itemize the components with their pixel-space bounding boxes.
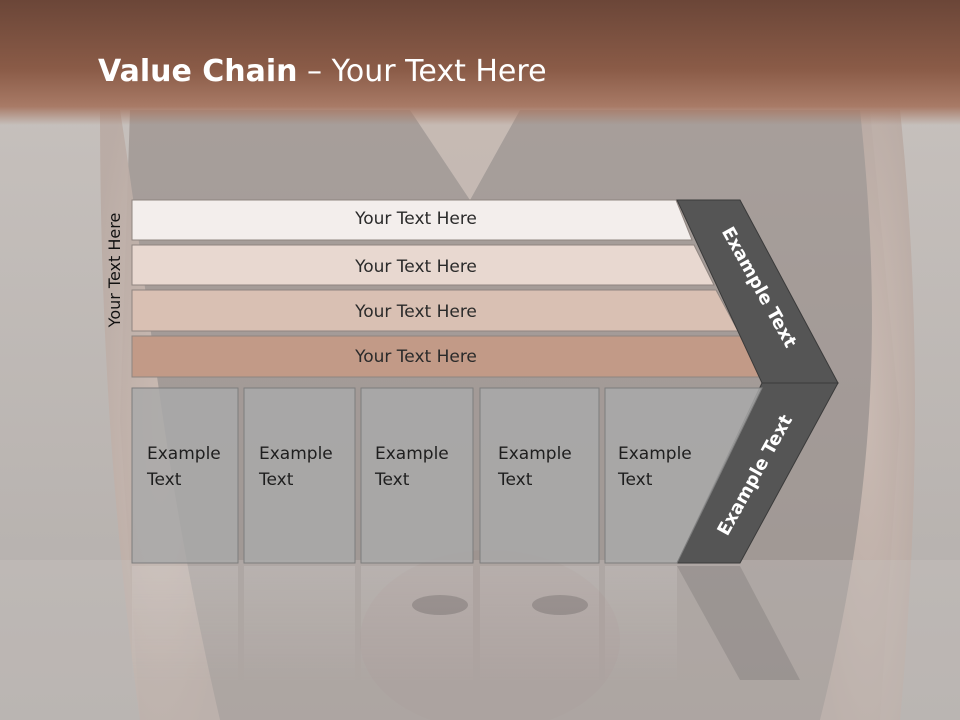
title-band — [0, 0, 960, 125]
activity-box-4-line2: Text — [497, 470, 533, 490]
row-label-1: Your Text Here — [354, 209, 477, 229]
activity-box-3-line2: Text — [374, 470, 410, 490]
activity-box-4[interactable] — [479, 387, 600, 564]
activity-box-5-line2: Text — [617, 470, 653, 490]
activity-box-5-line1: Example — [618, 444, 692, 464]
activity-box-4-line1: Example — [498, 444, 572, 464]
activity-box-2-line1: Example — [259, 444, 333, 464]
row-bars: Your Text Here Your Text Here Your Text … — [131, 199, 763, 378]
activity-box-2[interactable] — [243, 387, 356, 564]
title-bold: Value Chain — [98, 54, 298, 89]
row-bar-1[interactable] — [131, 199, 693, 241]
row-label-4: Your Text Here — [354, 347, 477, 367]
activity-box-1-line2: Text — [146, 470, 182, 490]
row-bar-2[interactable] — [131, 244, 715, 286]
row-label-3: Your Text Here — [354, 302, 477, 322]
title-rest: – Your Text Here — [297, 54, 547, 89]
activity-box-3-line1: Example — [375, 444, 449, 464]
activity-box-1-line1: Example — [147, 444, 221, 464]
activity-box-1[interactable] — [131, 387, 239, 564]
activity-box-3[interactable] — [360, 387, 474, 564]
diagram-reflection — [132, 566, 800, 686]
slide-title: Value Chain – Your Text Here — [98, 54, 547, 89]
activity-box-5[interactable] — [604, 387, 763, 564]
activity-box-2-line2: Text — [258, 470, 294, 490]
row-label-2: Your Text Here — [354, 257, 477, 277]
activity-boxes: Example Text Example Text Example Text E… — [131, 387, 763, 564]
